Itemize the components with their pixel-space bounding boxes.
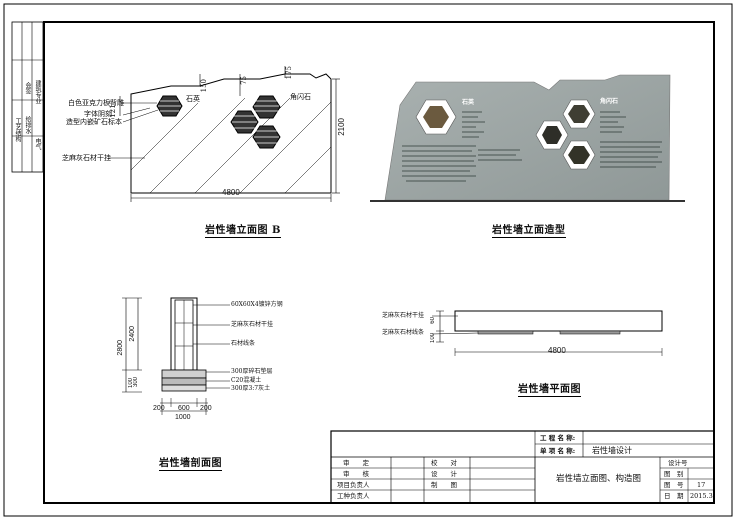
tb-row1-a: 审 定 [343,459,369,467]
elevation-b-drawing [108,66,340,202]
model-label-hornblende: 角闪石 [600,98,619,105]
tb-sheet-label: 图 号 [664,481,684,489]
tb-row1-b: 校 对 [431,459,457,467]
tb-date-label: 日 期 [664,492,684,500]
tb-row3-b: 制 图 [431,481,457,489]
section-label-concrete: C20混凝土 [231,377,262,384]
dim-height-2100: 2100 [337,118,346,136]
tb-row3-a: 项目负责人 [337,481,370,489]
dim-1217: 1217 [109,100,117,118]
dim-75: 75 [240,76,248,85]
section-dim-2800: 2800 [117,340,124,356]
title-elevation-b: 岩性墙立面图 B [205,221,281,238]
plan-label-stone: 芝麻灰石材干挂 [382,312,425,319]
plan-drawing [431,310,663,356]
tb-date-value: 2015.3 [690,492,713,500]
section-dim-left: 200 [153,405,165,412]
plan-dim-60: 60 [430,317,436,324]
label-white-acrylic: 白色亚克力板背雕 [68,99,124,107]
tb-project-label: 工 程 名 称: [540,434,576,442]
section-label-gravel: 300厚碎石垫层 [231,368,273,375]
label-ore-sample: 造型内嵌矿石标本 [66,118,122,126]
section-dim-mid: 600 [178,405,190,412]
section-label-steel: 60X60X4镀锌方钢 [231,301,283,308]
plan-dim-100: 100 [430,333,436,344]
side-strip-lower-3: 电气 [34,138,41,150]
dim-175: 175 [285,66,293,80]
title-section: 岩性墙剖面图 [159,454,222,471]
elevation-model-render [370,74,685,202]
label-hornblende: 角闪石 [290,93,311,101]
side-strip-upper: 建筑专业 [34,80,41,104]
section-dim-100: 100 [128,378,134,389]
tb-item-label: 单 项 名 称: [540,447,576,455]
section-label-stone-line: 石材线条 [231,340,256,347]
section-dim-bottom: 1000 [175,414,191,421]
side-strip-lower: 工艺结构 [14,118,21,142]
tb-item-value: 岩性墙设计 [592,446,632,455]
plan-dim-4800: 4800 [548,346,566,355]
section-label-soil: 300厚3:7灰土 [231,385,271,392]
label-quartz: 石英 [186,95,200,103]
side-signature-strip [11,21,44,173]
section-dim-2400: 2400 [129,326,136,342]
tb-drawing-name: 岩性墙立面图、构造图 [556,474,642,484]
section-drawing [122,297,230,415]
section-dim-right: 200 [200,405,212,412]
side-strip-lower-2: 给排水 [24,116,31,134]
section-label-stone: 芝麻灰石材干挂 [231,321,274,328]
label-stone-frame: 芝麻灰石材干挂 [62,154,111,162]
label-font-carving: 字体阴刻 [84,110,112,118]
tb-row2-b: 设 计 [431,470,457,478]
tb-row4-a: 工种负责人 [337,492,370,500]
tb-design-no: 设计号 [668,459,688,467]
dim-150: 150 [200,79,208,93]
tb-sheet-value: 17 [697,481,706,489]
title-elevation-model: 岩性墙立面造型 [492,221,566,238]
model-label-quartz: 石英 [462,99,475,106]
side-strip-upper-2: 会签 [24,82,31,94]
title-plan: 岩性墙平面图 [518,380,581,397]
tb-row2-a: 审 核 [343,470,369,478]
tb-category-label: 图 别 [664,470,684,478]
dim-width-4800: 4800 [222,188,240,197]
plan-label-stone-line: 芝麻灰石材线条 [382,329,425,336]
title-block [330,430,715,504]
